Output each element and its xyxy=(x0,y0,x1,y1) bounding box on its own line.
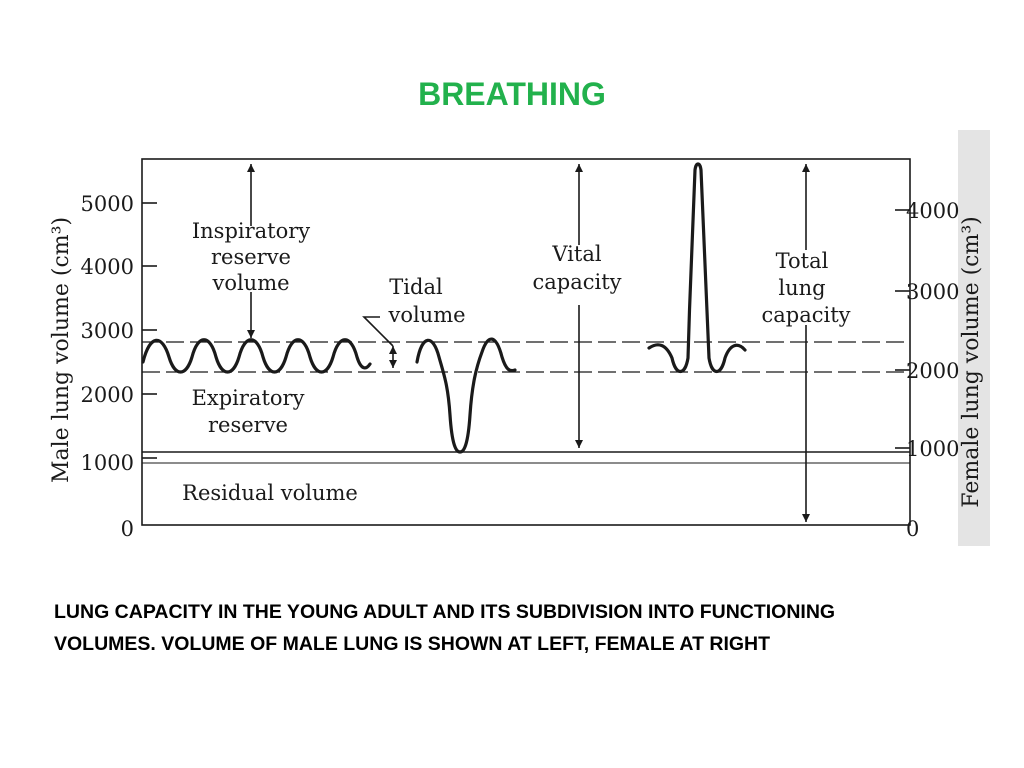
left-tick-0: 0 xyxy=(121,517,134,541)
right-tick-2000: 2000 xyxy=(906,359,959,383)
right-tick-1000: 1000 xyxy=(906,437,959,461)
left-tick-3000: 3000 xyxy=(81,319,134,343)
total-label-2: lung xyxy=(778,276,825,300)
tidal-label-1: Tidal xyxy=(389,275,443,299)
total-label-1: Total xyxy=(776,249,829,273)
inspiratory-label-1: Inspiratory xyxy=(192,219,310,243)
right-tick-3000: 3000 xyxy=(906,280,959,304)
page-edge-shade xyxy=(958,130,990,546)
inspiratory-label-3: volume xyxy=(211,271,289,295)
right-tick-4000: 4000 xyxy=(906,199,959,223)
vital-label-2: capacity xyxy=(532,270,621,294)
right-tick-0: 0 xyxy=(906,517,919,541)
left-axis-label: Male lung volume (cm³) xyxy=(49,217,74,483)
tidal-label-2: volume xyxy=(387,303,465,327)
total-label-3: capacity xyxy=(761,303,850,327)
caption: LUNG CAPACITY IN THE YOUNG ADULT AND ITS… xyxy=(54,596,974,660)
inspiratory-label-2: reserve xyxy=(211,245,291,269)
residual-label: Residual volume xyxy=(182,481,358,505)
left-tick-4000: 4000 xyxy=(81,255,134,279)
right-axis xyxy=(895,209,910,449)
tidal-leader xyxy=(362,316,394,347)
left-tick-5000: 5000 xyxy=(81,192,134,216)
left-tick-1000: 1000 xyxy=(81,451,134,475)
expiratory-label-2: reserve xyxy=(208,413,288,437)
slide-title: BREATHING xyxy=(418,76,606,112)
caption-line-2: VOLUMES. VOLUME OF MALE LUNG IS SHOWN AT… xyxy=(54,633,771,655)
lung-volume-diagram: 5000 4000 3000 2000 1000 0 Male lung vol… xyxy=(40,130,990,550)
left-tick-2000: 2000 xyxy=(81,383,134,407)
left-axis xyxy=(142,202,157,459)
measure-arrows xyxy=(247,164,810,522)
expiratory-label-1: Expiratory xyxy=(192,386,305,410)
vital-label-1: Vital xyxy=(551,242,601,266)
caption-line-1: LUNG CAPACITY IN THE YOUNG ADULT AND ITS… xyxy=(54,601,836,623)
right-axis-label: Female lung volume (cm³) xyxy=(959,216,984,507)
breathing-waveform xyxy=(141,162,747,454)
